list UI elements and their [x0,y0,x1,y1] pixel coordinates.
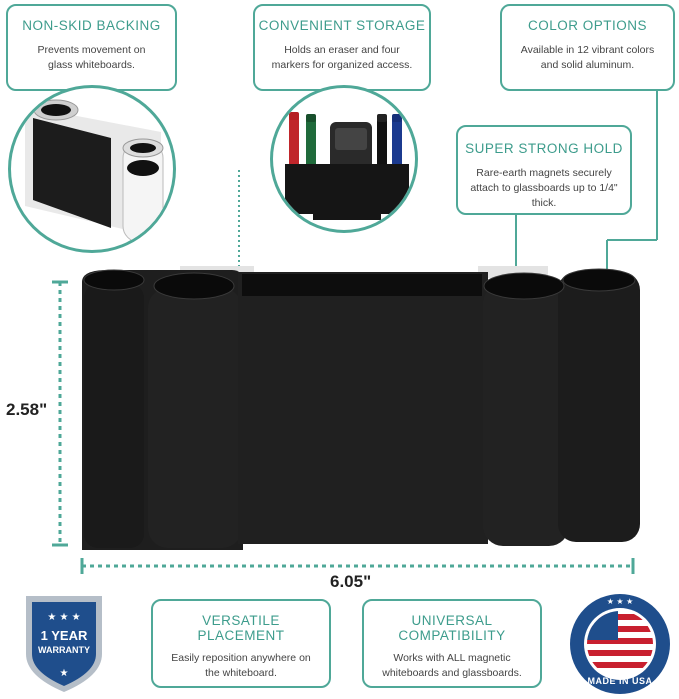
feature-text: Rare-earth magnets securely attach to gl… [470,167,618,209]
made-in-usa-text: MADE IN USA [587,676,653,686]
product-image [82,266,640,550]
feature-text: Holds an eraser and four markers for org… [271,44,413,71]
feature-text: Works with ALL magnetic whiteboards and … [382,652,522,679]
warranty-line1: 1 YEAR [40,628,88,643]
detail-circle-storage [270,85,418,233]
feature-title-line1: VERSATILE [202,613,280,628]
star-icon: ★ [60,668,69,679]
feature-card-versatile: VERSATILE PLACEMENT Easily reposition an… [151,599,331,688]
backing-detail-image [25,99,164,243]
feature-title: NON-SKID BACKING [22,18,161,33]
feature-text: Prevents movement on glass whiteboards. [37,44,146,71]
height-dimension-label: 2.58" [6,400,48,419]
feature-card-storage: CONVENIENT STORAGE Holds an eraser and f… [253,4,431,91]
feature-title-line2: COMPATIBILITY [398,628,506,643]
feature-text: Available in 12 vibrant colors and solid… [520,44,655,71]
width-dimension-label: 6.05" [330,572,372,591]
storage-detail-image [285,112,409,220]
feature-text: Easily reposition anywhere on the whiteb… [171,652,311,679]
feature-card-universal: UNIVERSAL COMPATIBILITY Works with ALL m… [362,599,542,688]
feature-title: CONVENIENT STORAGE [258,18,426,33]
feature-title: SUPER STRONG HOLD [465,141,623,156]
star-icon: ★ ★ ★ [607,597,634,606]
warranty-line2: WARRANTY [38,645,90,655]
made-in-usa-badge: ★ ★ ★ [570,594,670,694]
feature-card-colors: COLOR OPTIONS Available in 12 vibrant co… [500,4,675,91]
feature-title-line2: PLACEMENT [197,628,285,643]
feature-title-line1: UNIVERSAL [411,613,493,628]
feature-card-hold: SUPER STRONG HOLD Rare-earth magnets sec… [456,125,632,215]
feature-card-non-skid: NON-SKID BACKING Prevents movement on gl… [6,4,177,91]
feature-title: COLOR OPTIONS [527,18,647,33]
warranty-badge: ★ ★ ★ ★ [26,596,102,692]
star-icon: ★ ★ ★ [47,612,80,623]
detail-circle-backing [8,85,176,253]
